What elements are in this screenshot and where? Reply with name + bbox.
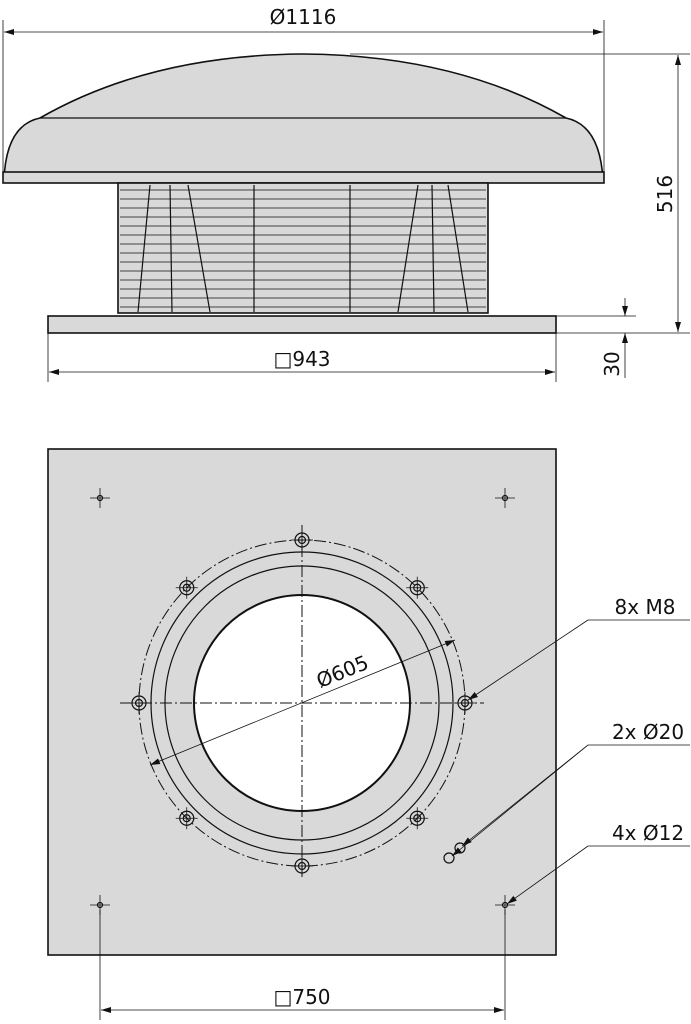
top-view: Ø605 8x M8 2x Ø20 4x Ø12 □750 [47,448,690,1020]
support-strut [137,184,151,313]
flange-diameter-line [149,639,456,766]
hood-rim [2,171,605,184]
bolt-hole [128,692,150,714]
bolt-hole [454,692,476,714]
bolt-label: 8x M8 [615,595,676,619]
support-strut [447,184,469,313]
support-strut [431,184,435,313]
hole-20 [443,852,455,864]
grille [117,182,489,314]
dome-hood [3,53,604,181]
bolt-hole [175,807,198,830]
side-view: Ø1116 516 30 □943 [2,5,690,382]
base-plate [47,315,557,334]
hole20-label: 2x Ø20 [612,720,684,744]
bolt-hole [291,529,313,551]
base-thickness-label: 30 [600,351,624,376]
support-strut [397,184,419,313]
support-strut [187,184,211,313]
bolt-hole [175,576,198,599]
diameter-label: Ø1116 [270,5,337,29]
height-label: 516 [653,175,677,213]
base-width-label: □943 [273,347,330,371]
hole12-label: 4x Ø12 [612,821,684,845]
hole-spacing-label: □750 [273,985,330,1009]
support-strut [169,184,173,313]
bolt-hole [291,855,313,877]
bolt-hole [406,576,429,599]
bolt-hole [406,807,429,830]
corner-hole-12 [90,488,110,508]
corner-hole-12 [495,488,515,508]
